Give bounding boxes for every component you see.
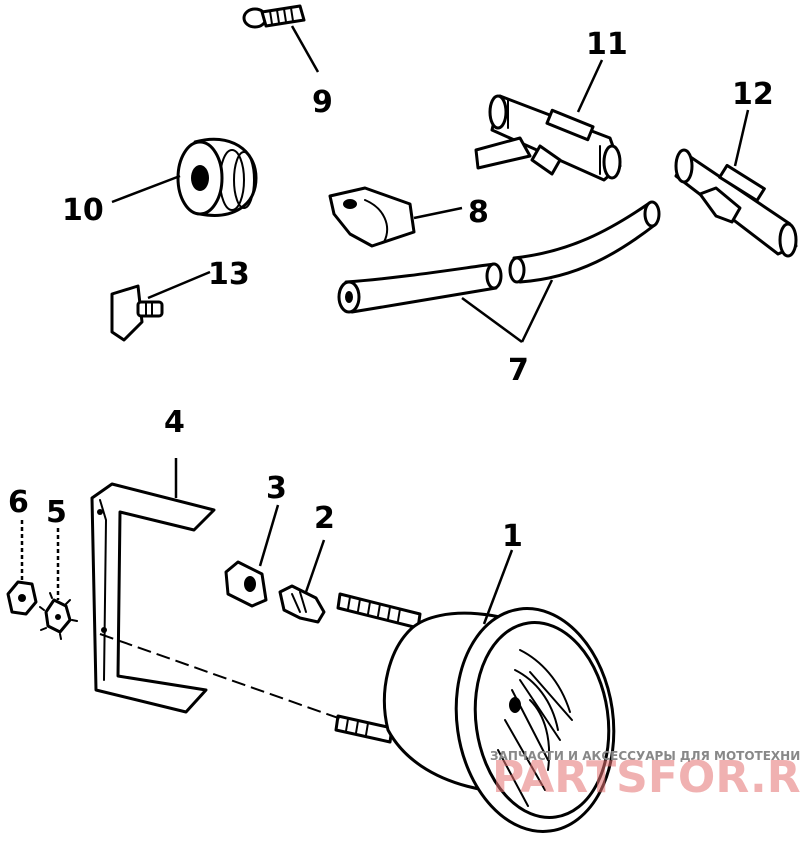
watermark: ЗАПЧАСТИ И АКСЕССУАРЫ ДЛЯ МОТОТЕХНИКИ PA…: [490, 749, 800, 803]
watermark-logo: PARTSFOR.RU: [492, 752, 800, 803]
svg-text:4: 4: [164, 405, 185, 440]
callout-2: 2: [304, 501, 335, 593]
callout-4: 4: [164, 405, 185, 498]
part-1-gauge: [334, 592, 616, 833]
callout-8: 8: [413, 195, 489, 230]
part-10-grommet: [176, 137, 258, 217]
callout-11: 11: [576, 27, 628, 113]
part-6-nut: [6, 580, 38, 616]
svg-text:3: 3: [266, 471, 287, 506]
part-12-tee-fitting: [674, 148, 798, 258]
svg-text:12: 12: [732, 77, 774, 112]
assembly-centerline: [99, 633, 345, 721]
svg-text:7: 7: [508, 353, 529, 388]
part-13-elbow-fitting: [110, 284, 164, 342]
svg-text:11: 11: [586, 27, 628, 62]
callout-1: 1: [482, 519, 523, 625]
svg-text:9: 9: [312, 85, 333, 120]
part-5-lock-washer: [39, 592, 78, 640]
part-3-bulb-socket: [224, 560, 268, 608]
part-2-bulb: [278, 584, 326, 624]
svg-text:10: 10: [62, 193, 104, 228]
part-4-bracket: [90, 482, 216, 714]
part-11-tee-fitting: [474, 94, 622, 182]
callout-3: 3: [258, 471, 287, 567]
part-8-clamp: [328, 186, 416, 248]
callout-6: 6: [8, 485, 29, 580]
callout-9: 9: [290, 25, 333, 120]
callout-5: 5: [46, 495, 67, 600]
svg-text:8: 8: [468, 195, 489, 230]
svg-text:5: 5: [46, 495, 67, 530]
watermark-tagline: ЗАПЧАСТИ И АКСЕССУАРЫ ДЛЯ МОТОТЕХНИКИ: [490, 749, 800, 763]
svg-text:13: 13: [208, 257, 250, 292]
part-9-screw: [242, 4, 306, 29]
svg-text:1: 1: [502, 519, 523, 554]
callout-10: 10: [62, 174, 181, 228]
svg-text:6: 6: [8, 485, 29, 520]
callout-7: 7: [461, 279, 554, 388]
part-7-hose-straight: [337, 262, 503, 314]
callout-12: 12: [732, 77, 774, 167]
part-7-hose-curved: [508, 200, 661, 284]
callout-13: 13: [147, 257, 250, 300]
svg-text:2: 2: [314, 501, 335, 536]
